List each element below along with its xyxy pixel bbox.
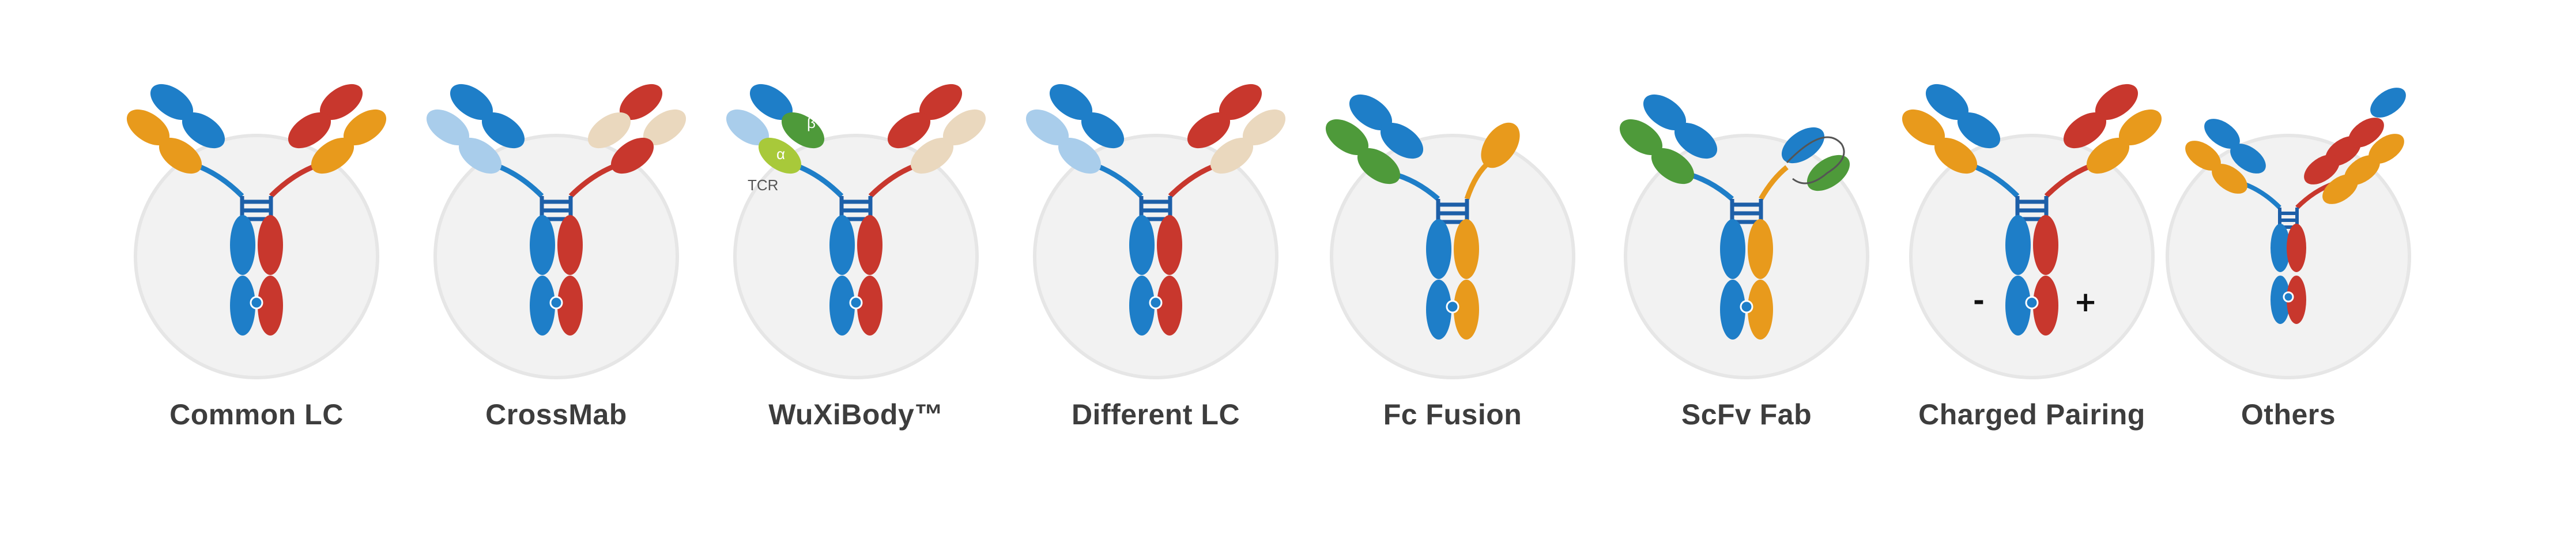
- format-crossmab: CrossMab: [406, 0, 706, 550]
- antibody-scfv-fab: [1619, 94, 1869, 379]
- antibody-common-lc: [126, 84, 387, 379]
- background-circle: [433, 134, 679, 379]
- format-label-common-lc: Common LC: [169, 398, 344, 431]
- format-label-crossmab: CrossMab: [485, 398, 627, 431]
- format-wuxibody: β α TCR WuXiBody™: [706, 0, 1006, 550]
- format-others: Others: [2139, 0, 2438, 550]
- format-label-fc-fusion: Fc Fusion: [1383, 398, 1522, 431]
- background-circle: [1330, 134, 1575, 379]
- antibody-charged-pairing: - +: [1902, 84, 2162, 379]
- background-circle: [1033, 134, 1278, 379]
- background-circle: [1624, 134, 1869, 379]
- format-label-charged-pairing: Charged Pairing: [1918, 398, 2145, 431]
- format-label-different-lc: Different LC: [1071, 398, 1240, 431]
- antibody-others: [2166, 88, 2411, 379]
- format-fc-fusion: Fc Fusion: [1303, 0, 1602, 550]
- format-different-lc: Different LC: [1006, 0, 1306, 550]
- format-label-others: Others: [2241, 398, 2336, 431]
- format-scfv-fab: ScFv Fab: [1597, 0, 1896, 550]
- background-circle: [733, 134, 979, 379]
- format-common-lc: Common LC: [107, 0, 406, 550]
- antibody-different-lc: [1025, 84, 1286, 379]
- antibody-fc-fusion: [1325, 94, 1575, 379]
- minus-sign: -: [1973, 285, 1985, 317]
- alpha-label: α: [776, 145, 785, 163]
- format-charged-pairing: - + Charged Pairing: [1882, 0, 2182, 550]
- format-label-wuxibody: WuXiBody™: [768, 398, 944, 431]
- beta-label: β: [807, 114, 816, 131]
- plus-sign: +: [2074, 286, 2097, 318]
- format-label-scfv-fab: ScFv Fab: [1681, 398, 1812, 431]
- background-circle: [134, 134, 379, 379]
- background-circle: [1909, 134, 2155, 379]
- tcr-label: TCR: [748, 176, 778, 194]
- antibody-wuxibody: β α TCR: [726, 84, 986, 379]
- antibody-crossmab: [426, 84, 687, 379]
